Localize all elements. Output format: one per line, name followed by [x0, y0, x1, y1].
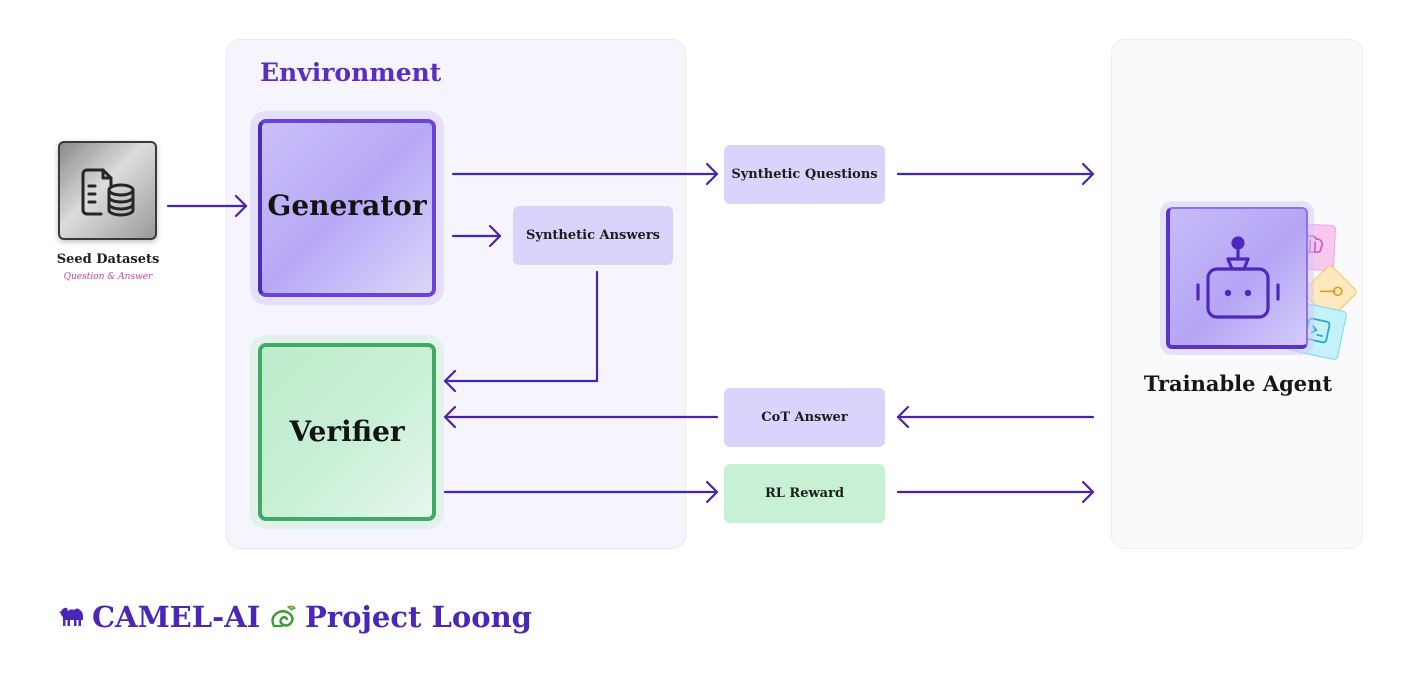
verifier-label: Verifier [289, 415, 405, 448]
arrow-answers-to-verifier [443, 270, 599, 393]
dragon-icon [271, 605, 297, 628]
seed-datasets-label: Seed Datasets [56, 252, 160, 267]
cot-answer-pill: CoT Answer [724, 388, 885, 447]
arrow-verifier-to-reward [443, 480, 719, 504]
generator-box: Generator [258, 119, 436, 297]
environment-title: Environment [260, 58, 442, 87]
project-loong-text: Project Loong [305, 600, 532, 634]
synthetic-answers-pill: Synthetic Answers [513, 206, 673, 265]
document-database-icon [58, 141, 157, 240]
arrow-questions-to-agent [896, 162, 1095, 186]
arrow-seed-to-generator [166, 194, 248, 218]
rl-reward-pill: RL Reward [724, 464, 885, 523]
robot-icon [1166, 207, 1308, 349]
tool-icon [1301, 263, 1359, 321]
project-loong-brand: Project Loong [268, 600, 532, 634]
arrow-agent-to-cot [896, 405, 1095, 429]
camel-ai-brand: CAMEL-AI [58, 600, 260, 634]
generator-label: Generator [267, 189, 427, 222]
seed-datasets-sublabel: Question & Answer [63, 272, 153, 282]
verifier-box: Verifier [258, 343, 436, 521]
arrow-generator-to-answers [451, 224, 502, 248]
arrow-generator-to-questions [451, 162, 719, 186]
trainable-agent-label: Trainable Agent [1143, 371, 1333, 396]
camel-icon [59, 607, 83, 626]
synthetic-questions-pill: Synthetic Questions [724, 145, 885, 204]
arrow-reward-to-agent [896, 480, 1095, 504]
camel-ai-text: CAMEL-AI [92, 600, 261, 634]
arrow-cot-to-verifier [443, 405, 719, 429]
